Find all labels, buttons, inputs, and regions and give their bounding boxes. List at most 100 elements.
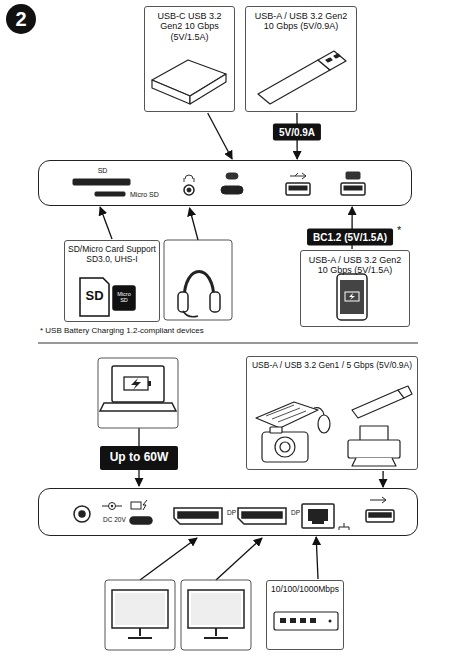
device-box: SD/Micro Card Support SD3.0, UHS-I	[64, 240, 160, 322]
monitor-box	[188, 590, 244, 628]
laptop-box	[148, 381, 151, 386]
monitor-box	[112, 590, 168, 628]
dock-rear-ports	[238, 508, 286, 524]
port-icons	[184, 175, 194, 182]
dock-front-ports	[344, 186, 362, 190]
leader-lines	[190, 208, 199, 240]
network-switch-icon	[329, 620, 332, 623]
dock-rear-ports	[366, 510, 394, 522]
peripheral-icons	[352, 458, 396, 466]
peripheral-icons	[352, 390, 404, 418]
power-label: BC1.2 (5V/1.5A)	[307, 229, 393, 246]
peripheral-icons	[270, 427, 282, 433]
network-switch-icon	[280, 618, 316, 623]
device-box: USB-A / USB 3.2 Gen2 10 Gbps (5V/0.9A)	[245, 6, 357, 112]
smartphone-icon	[337, 274, 367, 320]
dock-rear-ports	[102, 506, 122, 507]
ssd-drive	[152, 80, 190, 104]
ssd-drive	[190, 74, 226, 104]
headphone-box	[178, 292, 188, 312]
dock-rear-ports	[79, 511, 85, 517]
peripheral-icons	[266, 405, 306, 422]
peripheral-icons	[360, 426, 388, 440]
dock-rear-ports	[369, 513, 391, 517]
port-icons	[184, 172, 360, 182]
step-badge: 2	[6, 4, 36, 34]
connector-arrow	[316, 537, 318, 579]
peripheral-icons	[318, 415, 330, 433]
dock-rear-ports	[308, 509, 328, 524]
dock-front-ports	[73, 179, 365, 196]
headphone-box	[183, 311, 198, 317]
footnote-text: * USB Battery Charging 1.2-compliant dev…	[40, 327, 204, 336]
port-label: DC 20V	[103, 517, 126, 524]
dock-front-ports	[95, 192, 125, 196]
dock-rear-ports	[109, 503, 116, 510]
device-box: 10/100/1000Mbps	[266, 580, 344, 650]
monitor-box	[181, 580, 251, 650]
port-label: Micro SD	[130, 191, 159, 198]
dock-front-ports	[184, 185, 194, 195]
dock-rear-ports	[339, 523, 349, 530]
laptop-box	[131, 378, 141, 390]
device-box: USB-A / USB 3.2 Gen1 / 5 Gbps (5V/0.9A)	[246, 356, 418, 470]
laptop-box	[98, 358, 178, 428]
footnote-mark: *	[397, 224, 401, 236]
device-label: USB-A / USB 3.2 Gen1 / 5 Gbps (5V/0.9A)	[249, 357, 415, 371]
smartphone-icon	[345, 292, 359, 301]
dock-rear-ports	[74, 497, 394, 530]
dock-front-ports	[73, 179, 130, 185]
dock-front-ports	[289, 186, 307, 190]
divider-line	[38, 343, 418, 344]
leader-lines	[216, 538, 262, 580]
connector-arrow	[382, 471, 383, 487]
network-switch-icon	[274, 612, 338, 630]
device-box: USB-A / USB 3.2 Gen2 10 Gbps (5V/1.5A)	[300, 250, 410, 327]
sd-logo: SD	[80, 289, 109, 303]
laptop-box	[124, 377, 148, 390]
ssd-drive	[152, 60, 226, 104]
monitor-box	[105, 580, 251, 650]
dock-rear-ports	[242, 512, 282, 518]
leader-lines	[140, 538, 197, 580]
dock-rear-ports	[174, 508, 222, 524]
dock-rear-ports	[143, 500, 147, 510]
device-box: USB-C USB 3.2 Gen2 10 Gbps (5V/1.5A)	[144, 6, 235, 112]
monitor-box	[204, 628, 228, 638]
device-label: 10/100/1000Mbps	[268, 581, 342, 595]
port-icons	[346, 172, 360, 179]
smartphone-icon	[337, 274, 367, 320]
usb-stick	[318, 51, 346, 70]
monitor-box	[105, 580, 175, 650]
port-icons	[290, 173, 306, 179]
port-label: DP	[227, 510, 236, 517]
sd-card-icon	[113, 286, 135, 310]
monitor-box	[115, 593, 165, 625]
smartphone-icon	[349, 293, 355, 300]
port-label: SD	[98, 167, 108, 174]
headphone-box	[164, 240, 232, 320]
dock-rear-ports	[131, 502, 141, 509]
peripheral-icons	[348, 440, 400, 458]
device-label: USB-C USB 3.2 Gen2 10 Gbps (5V/1.5A)	[150, 7, 230, 42]
dock-rear-ports	[130, 517, 152, 524]
device-label: USB-A / USB 3.2 Gen2 10 Gbps (5V/0.9A)	[251, 7, 351, 32]
headphone-box	[164, 240, 232, 320]
power-label: 5V/0.9A	[273, 124, 321, 141]
connector-arrow	[208, 113, 232, 159]
dock-front-ports	[341, 183, 365, 195]
dock-front: SD Micro SD	[38, 160, 412, 206]
monitor-box	[128, 628, 152, 638]
device-label: SD/Micro Card Support SD3.0, UHS-I	[67, 241, 157, 265]
monitor-box	[191, 593, 241, 625]
usb-stick	[326, 54, 340, 62]
device-label: USB-A / USB 3.2 Gen2 10 Gbps (5V/1.5A)	[304, 251, 406, 276]
peripheral-icons	[314, 408, 324, 415]
dock-front-ports	[286, 183, 310, 195]
dock-rear-ports	[302, 504, 334, 528]
dock-rear-ports	[111, 505, 113, 507]
headphone-box	[210, 292, 220, 312]
dock-rear-ports	[178, 512, 218, 518]
dock-rear-ports	[370, 497, 386, 503]
port-label: DP	[291, 510, 300, 517]
